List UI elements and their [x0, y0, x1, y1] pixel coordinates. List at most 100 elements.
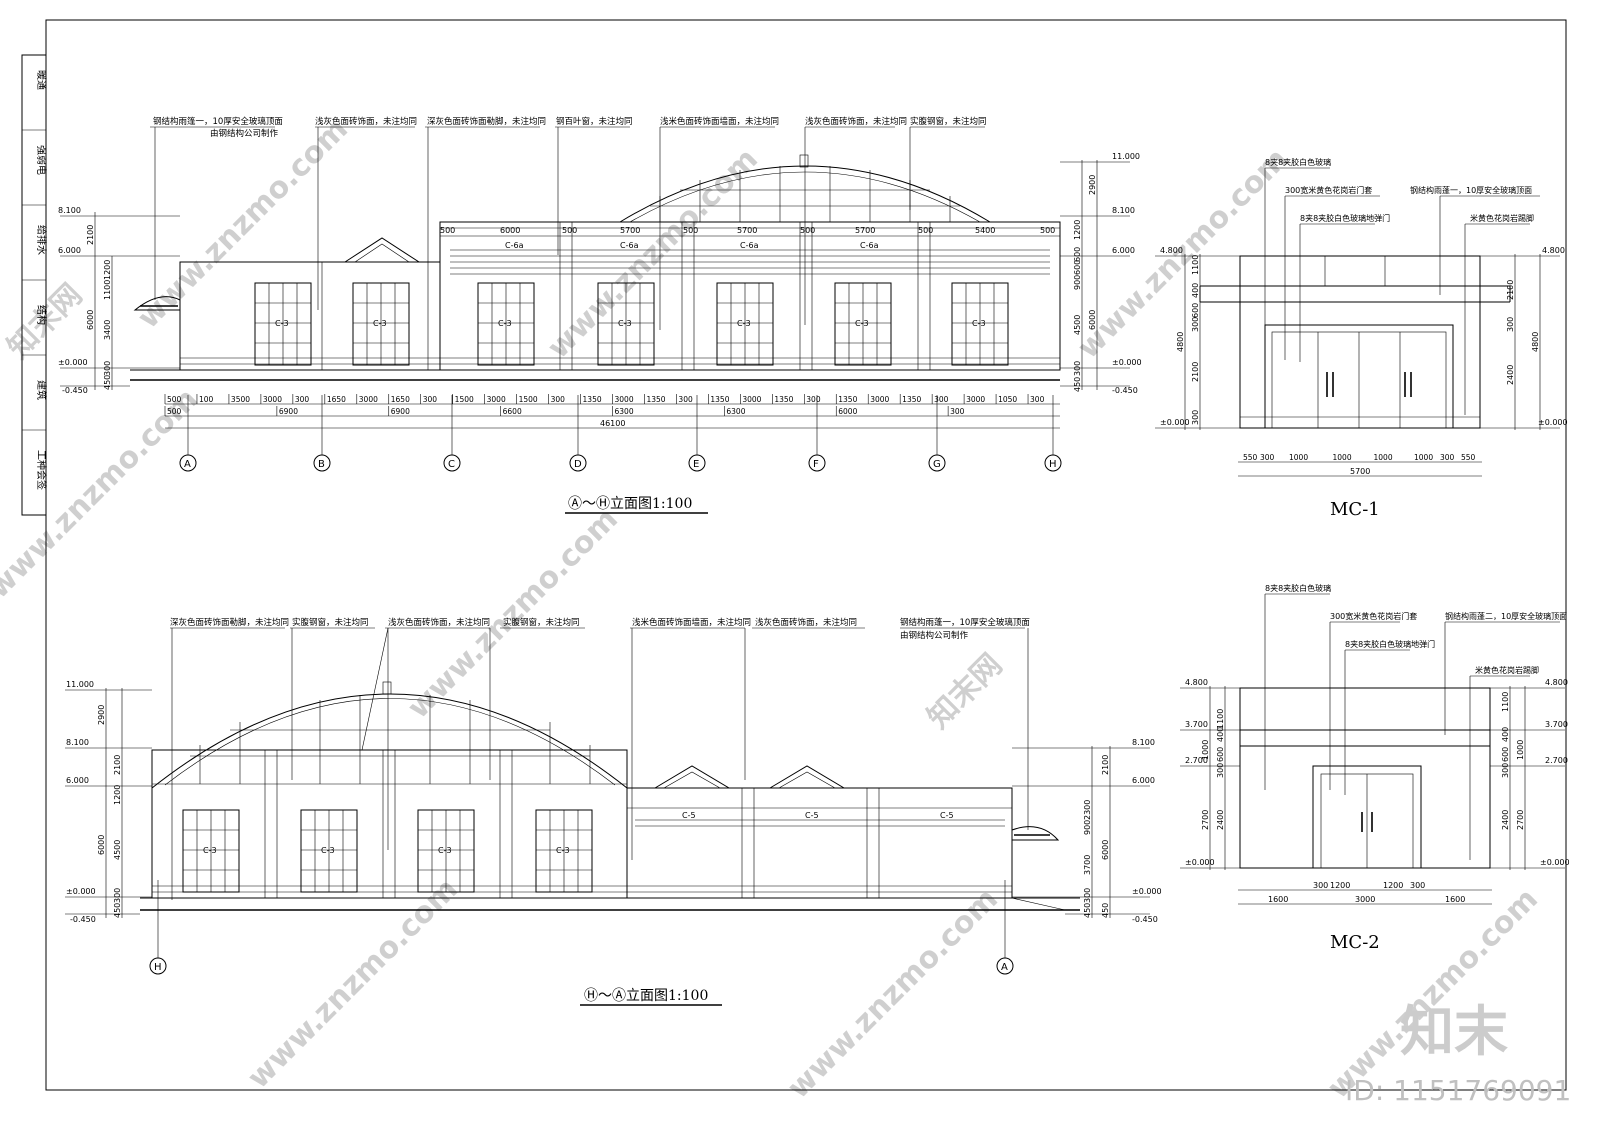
- window-tag: C-3: [855, 319, 869, 328]
- level-mark: 2.700: [1545, 756, 1568, 765]
- level-mark: -0.450: [1132, 915, 1158, 924]
- note-text: 钢结构雨篷一，10厚安全玻璃顶面: [153, 116, 283, 127]
- window-tag: C-3: [275, 319, 289, 328]
- note-text: 实腹钢窗，未注均同: [292, 617, 369, 628]
- note-text: 300宽米黄色花岗岩门套: [1330, 611, 1417, 621]
- note-text: 浅灰色面砖饰面，未注均同: [755, 617, 857, 628]
- dim-label: 1500: [519, 395, 538, 404]
- dim-label: 6000: [86, 310, 95, 330]
- dim-label: 6000: [500, 226, 520, 235]
- level-mark: 8.100: [66, 738, 89, 747]
- dim-label: 500: [918, 226, 933, 235]
- level-mark: ±0.000: [1132, 887, 1162, 896]
- window-tag: C-3: [556, 846, 570, 855]
- dim-label: 1000: [1289, 453, 1308, 462]
- dim-label: 1600: [1445, 895, 1465, 904]
- note-text: 实腹钢窗，未注均同: [910, 116, 987, 127]
- dim-label: 6300: [615, 407, 634, 416]
- dim-label: 4500: [1073, 315, 1082, 335]
- window-tag: C-3: [972, 319, 986, 328]
- level-mark: ±0.000: [1160, 418, 1190, 427]
- dim-label: 450: [1083, 903, 1092, 918]
- note-text: 钢结构雨蓬一，10厚安全玻璃顶面: [1410, 185, 1532, 195]
- louver-tag: C-6a: [740, 241, 759, 250]
- level-mark: 8.100: [58, 206, 81, 215]
- dim-label: 2900: [97, 705, 106, 725]
- note-leaders: [1264, 593, 1560, 860]
- dim-label: 1600: [1268, 895, 1288, 904]
- dim-label: 600: [1501, 747, 1510, 762]
- axis-bubble: [179, 454, 197, 472]
- note-text: 浅灰色面砖饰面，未注均同: [315, 116, 417, 127]
- axis-bubble: [928, 454, 946, 472]
- drawing-title: Ⓗ～Ⓐ立面图1:100: [584, 988, 708, 1004]
- window-tag: C-3: [737, 319, 751, 328]
- watermark-text: www.znzmo.com: [131, 112, 355, 336]
- dim-label: 1200: [1330, 881, 1350, 890]
- note-text: 8夹8夹胶白色玻璃: [1265, 157, 1331, 167]
- signoff-labels: 暖通 强弱电 给排水 结构 建筑 工种会签: [22, 70, 48, 490]
- level-mark: 4.800: [1542, 246, 1565, 255]
- dim-label: 1350: [838, 395, 857, 404]
- window-tags: C-3 C-3 C-3 C-3 C-5 C-5 C-5: [203, 811, 954, 855]
- dim-label: 900: [1083, 820, 1092, 835]
- watermark-text: www.znzmo.com: [401, 502, 625, 726]
- dim-label: 1000: [1414, 453, 1433, 462]
- axis-label: F: [813, 459, 819, 470]
- dim-label: 300: [113, 888, 122, 903]
- dim-label: 300: [295, 395, 310, 404]
- dim-label: 300: [1191, 410, 1200, 425]
- door-detail-mc1: 8夹8夹胶白色玻璃 300宽米黄色花岗岩门套 8夹8夹胶白色玻璃地弹门 钢结构雨…: [1155, 157, 1568, 520]
- signoff-label: 工种会签: [35, 450, 48, 490]
- dim-label: 1650: [327, 395, 346, 404]
- level-mark: 8.100: [1112, 206, 1135, 215]
- left-levels: 8.100 6.000 ±0.000 -0.450 2100 1200 1100…: [58, 206, 180, 395]
- dim-label: 6000: [1088, 310, 1097, 330]
- dim-label: 1200: [1073, 220, 1082, 240]
- level-mark: ±0.000: [1540, 858, 1570, 867]
- level-mark: ±0.000: [58, 358, 88, 367]
- dim-label: 2400: [1216, 810, 1225, 830]
- dim-label: 2700: [1516, 810, 1525, 830]
- note-text: 钢百叶窗，未注均同: [556, 116, 633, 127]
- dim-label: 450: [1101, 903, 1110, 918]
- window-tag: C-3: [498, 319, 512, 328]
- dim-label: 2400: [1501, 810, 1510, 830]
- dim-label: 450: [103, 375, 112, 390]
- dim-label: 300: [950, 407, 965, 416]
- dim-label: 3000: [487, 395, 506, 404]
- dim-label: 300: [551, 395, 566, 404]
- drawing-title: Ⓐ～Ⓗ立面图1:100: [568, 496, 692, 512]
- louver-tag: C-6a: [505, 241, 524, 250]
- note-text: 实腹钢窗，未注均同: [503, 617, 580, 628]
- drawing-title: MC-1: [1330, 499, 1380, 520]
- dim-label: 1350: [646, 395, 665, 404]
- dim-label: 300: [1073, 361, 1082, 376]
- axis-label: H: [154, 962, 162, 973]
- dim-label: 1350: [902, 395, 921, 404]
- dim-label: 1350: [774, 395, 793, 404]
- note-text: 浅米色面砖饰面墙面，未注均同: [660, 116, 779, 127]
- dim-label: 400: [1191, 283, 1200, 298]
- dim-label: 6900: [279, 407, 298, 416]
- dim-label: 450: [113, 903, 122, 918]
- dim-label: 1100: [1191, 255, 1200, 275]
- dim-label: 6000: [1101, 840, 1110, 860]
- dim-label: 500: [800, 226, 815, 235]
- dim-label: 300: [423, 395, 438, 404]
- dim-label: 2100: [1506, 280, 1515, 300]
- level-mark: ±0.000: [66, 887, 96, 896]
- notes: 深灰色面砖饰面勒脚，未注均同 实腹钢窗，未注均同 浅灰色面砖饰面，未注均同 实腹…: [170, 617, 1030, 641]
- dim-label: 450: [1073, 377, 1082, 392]
- drawing-title: MC-2: [1330, 932, 1380, 953]
- dim-label: 6900: [391, 407, 410, 416]
- level-mark: 11.000: [66, 680, 94, 689]
- signoff-label: 暖通: [35, 70, 48, 90]
- level-mark: 4.800: [1185, 678, 1208, 687]
- level-mark: 4.800: [1160, 246, 1183, 255]
- dim-label: 2900: [1088, 175, 1097, 195]
- dim-label: 5700: [620, 226, 640, 235]
- signoff-strip: [21, 54, 47, 516]
- note-text: 由钢结构公司制作: [210, 128, 279, 139]
- dim-label: 6000: [838, 407, 857, 416]
